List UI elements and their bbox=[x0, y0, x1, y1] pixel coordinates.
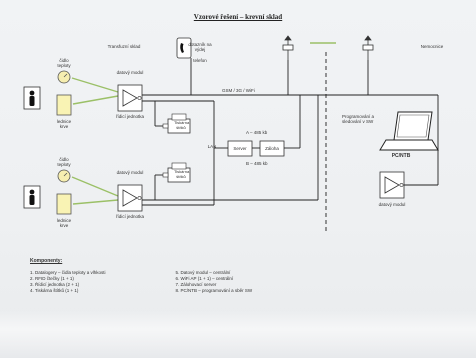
phone-sub-label: telefon bbox=[193, 58, 207, 63]
remote-note: Programování a sledování v SW bbox=[342, 114, 375, 124]
storage-icon-top bbox=[56, 94, 72, 116]
server-label-a: Server bbox=[233, 146, 247, 151]
legend-item: 5. Datový modul – centrální bbox=[175, 270, 231, 275]
phone-label: dotazník na výdej bbox=[188, 42, 212, 52]
unit-label-top: řídicí jednotka bbox=[115, 114, 144, 119]
storage-icon-bottom bbox=[56, 193, 72, 215]
legend-column-1: 1. Datalogery – čidla teploty a vlhkosti… bbox=[30, 270, 106, 294]
module-label-top: datový modul bbox=[116, 70, 144, 75]
person-icon-top bbox=[23, 86, 41, 110]
legend-column-2: 5. Datový modul – centrální 6. WiFi AP (… bbox=[176, 270, 253, 294]
section-label-left: Transfuzní sklad bbox=[107, 44, 141, 49]
module-icon-bottom bbox=[117, 184, 143, 212]
remote-module-label: datový modul bbox=[378, 202, 406, 207]
legend-item: 7. Zálohovací server bbox=[175, 282, 217, 287]
sensor-icon-top bbox=[57, 70, 71, 84]
sensor-label-bottom: čidlo teploty bbox=[57, 157, 71, 167]
printer-label-top: Tiskárna štítků bbox=[174, 120, 190, 130]
wiring bbox=[142, 58, 439, 206]
legend-item: 6. WiFi AP (1 + 1) – centrální bbox=[175, 276, 234, 281]
diagram-title: Vzorové řešení – krevní sklad bbox=[193, 13, 283, 21]
storage-label-bottom: lednice krve bbox=[56, 218, 72, 228]
printer-icon-bottom bbox=[162, 162, 191, 183]
legend-item: 2. RFID čtečky (1 + 1) bbox=[30, 276, 74, 281]
link-label-top: A – 485 kb bbox=[246, 130, 268, 135]
module-icon-remote bbox=[379, 171, 405, 199]
printer-label-bottom: Tiskárna štítků bbox=[174, 169, 190, 179]
section-label-right: Nemocnice bbox=[420, 44, 444, 49]
legend-item: 1. Datalogery – čidla teploty a vlhkosti bbox=[30, 270, 106, 275]
sensor-icon-bottom bbox=[57, 169, 71, 183]
background-band bbox=[0, 310, 476, 358]
module-label-bottom: datový modul bbox=[116, 170, 144, 175]
module-icon-top bbox=[117, 84, 143, 112]
legend-item: 8. PC/NTB – programování a sběr SW bbox=[175, 288, 253, 293]
server-icon-a bbox=[227, 140, 253, 157]
laptop-icon bbox=[379, 111, 439, 151]
server-label-b: Záloha bbox=[265, 146, 279, 151]
legend: Komponenty: 1. Datalogery – čidla teplot… bbox=[30, 258, 370, 294]
unit-label-bottom: řídicí jednotka bbox=[115, 214, 144, 219]
antenna-icon-left bbox=[282, 35, 294, 60]
legend-item: 4. Tiskárna štítků (1 + 1) bbox=[30, 288, 79, 293]
wifi-line-label: GSM / 3G / WiFi bbox=[222, 88, 255, 93]
sensor-label-top: čidlo teploty bbox=[57, 58, 71, 68]
phone-icon bbox=[176, 37, 192, 59]
link-label-bottom: B – 485 kb bbox=[246, 161, 268, 166]
antenna-icon-right bbox=[362, 35, 374, 60]
wireless-links bbox=[71, 42, 336, 205]
person-icon-bottom bbox=[23, 185, 41, 209]
storage-label-top: lednice krve bbox=[56, 119, 72, 129]
server-icon-b bbox=[259, 140, 285, 157]
legend-heading: Komponenty: bbox=[30, 258, 63, 264]
legend-item: 3. Řídicí jednotka (2 + 1) bbox=[30, 282, 80, 287]
pc-label: PC/NTB bbox=[391, 153, 411, 159]
lan-label: LAN bbox=[207, 144, 217, 149]
